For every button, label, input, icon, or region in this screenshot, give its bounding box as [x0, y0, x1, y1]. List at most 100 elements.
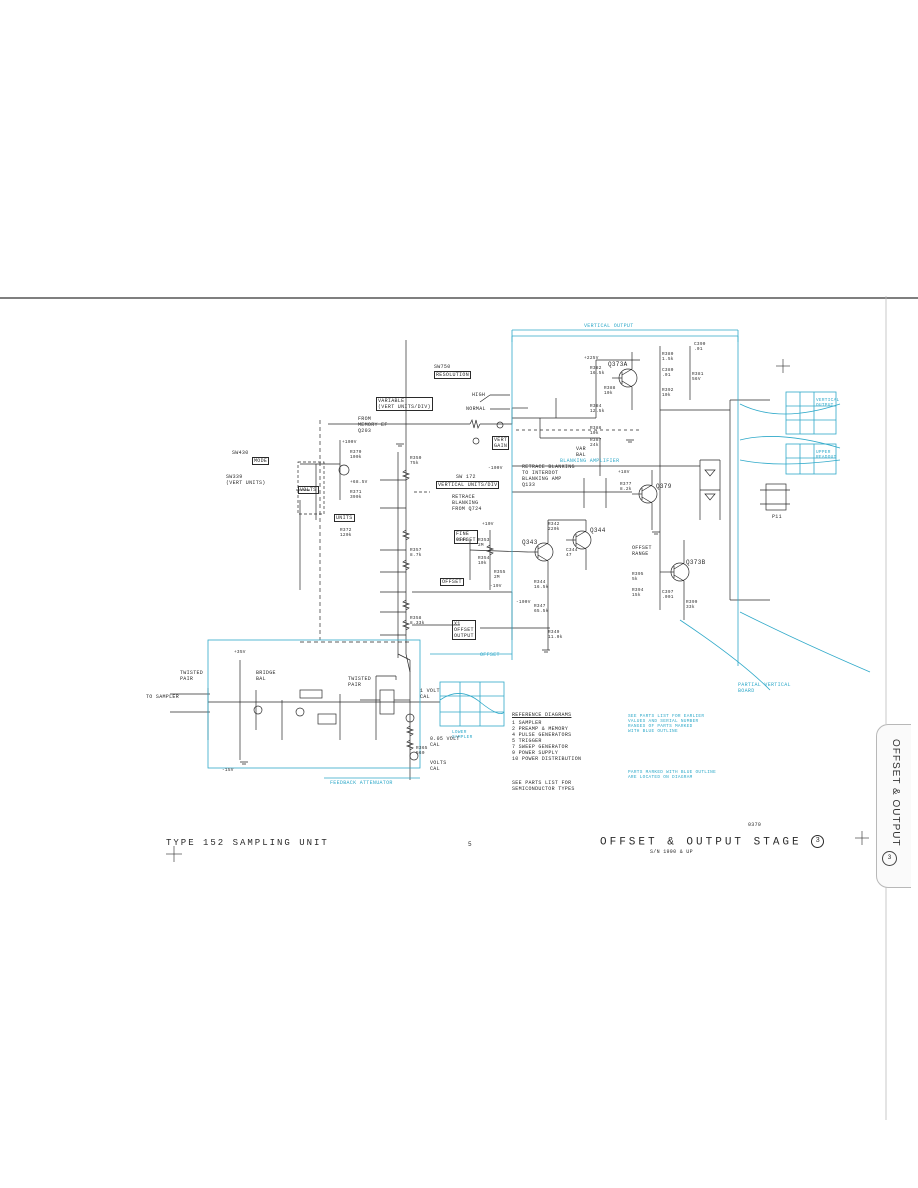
vert-gain-label: VERT GAIN	[492, 436, 510, 450]
transistor-q373a: Q373A	[608, 361, 628, 368]
var-bal-label: VAR BAL	[576, 446, 586, 458]
reference-diagrams-list: REFERENCE DIAGRAMS 1 SAMPLER 2 PREAMP & …	[512, 712, 581, 762]
component-r354: R354 10k	[478, 556, 490, 566]
reference-diagrams-heading: REFERENCE DIAGRAMS	[512, 712, 572, 718]
voltage-label: +18V	[618, 470, 630, 475]
component-r342: R342 220k	[548, 522, 560, 532]
section-tab[interactable]: OFFSET & OUTPUT 3	[876, 724, 911, 888]
reference-diagrams-items: 1 SAMPLER 2 PREAMP & MEMORY 4 PULSE GENE…	[512, 720, 581, 762]
component-r380: R380 1.5k	[662, 352, 674, 362]
component-c344: C344 47	[566, 548, 578, 558]
twisted-pair-2-label: TWISTED PAIR	[348, 676, 372, 688]
page-number: 5	[468, 841, 472, 848]
reference-item: 1 SAMPLER	[512, 720, 542, 726]
component-r357: R357 8.7k	[410, 548, 422, 558]
component-r353: R353 2M	[478, 538, 490, 548]
component-r370: R370 100k	[350, 450, 362, 460]
reference-item: 4 PULSE GENERATORS	[512, 732, 572, 738]
section-tab-label: OFFSET & OUTPUT	[890, 739, 901, 847]
section-feedback-attenuator: FEEDBACK ATTENUATOR	[330, 780, 393, 786]
high-label: HIGH	[472, 392, 486, 398]
units-switch-label: UNITS	[334, 514, 355, 522]
component-c397: C397 .001	[662, 590, 674, 600]
vertical-units-div-label: VERTICAL UNITS/DIV	[436, 481, 500, 489]
reference-item: 5 TRIGGER	[512, 738, 542, 744]
component-r358: R358 8.33k	[410, 616, 425, 626]
component-r387: R387 24k	[590, 438, 602, 448]
stage-number-circle: 3	[811, 835, 825, 848]
component-c380: C380 .01	[662, 368, 674, 378]
twisted-pair-label: TWISTED PAIR	[180, 670, 204, 682]
mode-control-label: MODE	[252, 457, 270, 465]
stage-title-text: OFFSET & OUTPUT STAGE	[600, 836, 802, 849]
resolution-ref: SW750	[434, 364, 451, 370]
section-vertical-output: VERTICAL OUTPUT	[584, 323, 634, 329]
component-r388: R388 10k	[604, 386, 616, 396]
section-tab-number: 3	[882, 851, 897, 866]
voltage-label: +100V	[342, 440, 357, 445]
component-r344: R344 16.5k	[534, 580, 549, 590]
offset-output-label: X1 OFFSET OUTPUT	[452, 620, 476, 640]
blue-outline-note: SEE PARTS LIST FOR EARLIER VALUES AND SE…	[628, 714, 705, 734]
component-r392: R392 10k	[662, 388, 674, 398]
reference-item: 2 PREAMP & MEMORY	[512, 726, 569, 732]
transistor-q343: Q343	[522, 539, 538, 546]
component-r365: R365 560	[416, 746, 428, 756]
component-r349: R349 11.0k	[548, 630, 563, 640]
voltage-label: +225V	[584, 356, 599, 361]
component-r381: R381 56V	[692, 372, 704, 382]
from-memory-note: FROM MEMORY EF Q203	[358, 416, 388, 434]
resolution-control-label: RESOLUTION	[434, 371, 472, 379]
component-r347: R347 65.5k	[534, 604, 549, 614]
display-sampler: LOWER SAMPLER	[452, 730, 473, 740]
reference-item: 9 POWER SUPPLY	[512, 750, 559, 756]
offset-control-label: OFFSET	[440, 578, 464, 586]
voltage-label: -19V	[490, 584, 502, 589]
section-offset: OFFSET	[480, 652, 500, 658]
voltage-label: +19V	[456, 538, 468, 543]
transistor-q379: Q379	[656, 483, 672, 490]
component-r399: R399 33k	[686, 600, 698, 610]
voltage-label: -15V	[222, 768, 234, 773]
voltage-label: +68.5V	[350, 480, 368, 485]
mode-ref: SW430	[232, 450, 249, 456]
section-partial-vertical-board: PARTIAL VERTICAL BOARD	[738, 682, 791, 694]
vert-units-switch-ref: SW339 (VERT UNITS)	[226, 474, 266, 486]
p11-label: P11	[772, 514, 782, 520]
voltage-label: +10V	[482, 522, 494, 527]
component-r350: R350 75k	[410, 456, 422, 466]
component-r395: R395 5k	[632, 572, 644, 582]
volts-switch-label: VOLTS	[298, 486, 319, 494]
unit-title: TYPE 152 SAMPLING UNIT	[166, 838, 329, 848]
offset-range-label: OFFSET RANGE	[632, 545, 652, 557]
volt-cal-label: 1 VOLT CAL	[420, 688, 440, 700]
component-r386: R386 10k	[590, 426, 602, 436]
serial-range: S/N 1990 & UP	[650, 849, 693, 855]
voltage-label: -100V	[488, 466, 503, 471]
component-r371: R371 390k	[350, 490, 362, 500]
component-r382: R382 16.5k	[590, 366, 605, 376]
retrace-blanking-2-note: RETRACE BLANKING FROM Q724	[452, 494, 482, 512]
component-r394: R394 15k	[632, 588, 644, 598]
section-blanking-amplifier: BLANKING AMPLIFIER	[560, 458, 620, 464]
volts-cal-label: VOLTS CAL	[430, 760, 447, 772]
voltage-label: +35V	[234, 650, 246, 655]
vertical-units-switch-ref: SW 172	[456, 474, 476, 480]
drawing-code: 0370	[748, 822, 762, 828]
component-r372: R372 120k	[340, 528, 352, 538]
bridge-bal-label: BRIDGE BAL	[256, 670, 276, 682]
see-parts-list-note: SEE PARTS LIST FOR SEMICONDUCTOR TYPES	[512, 780, 575, 792]
stage-title: OFFSET & OUTPUT STAGE 3	[600, 835, 825, 849]
component-r355: R355 2M	[494, 570, 506, 580]
voltage-label: -100V	[516, 600, 531, 605]
display-output: VERTICAL OUTPUT	[816, 398, 840, 408]
component-r384: R384 12.5k	[590, 404, 605, 414]
normal-label: NORMAL	[466, 406, 486, 412]
volt-cal-005-label: 0.05 VOLT CAL	[430, 736, 460, 748]
blue-outline-note-2: PARTS MARKED WITH BLUE OUTLINE ARE LOCAT…	[628, 770, 717, 780]
fine-offset-label: FINE OFFSET	[454, 530, 478, 544]
component-c390: C390 .01	[694, 342, 706, 352]
component-r377: R377 8.2k	[620, 482, 632, 492]
